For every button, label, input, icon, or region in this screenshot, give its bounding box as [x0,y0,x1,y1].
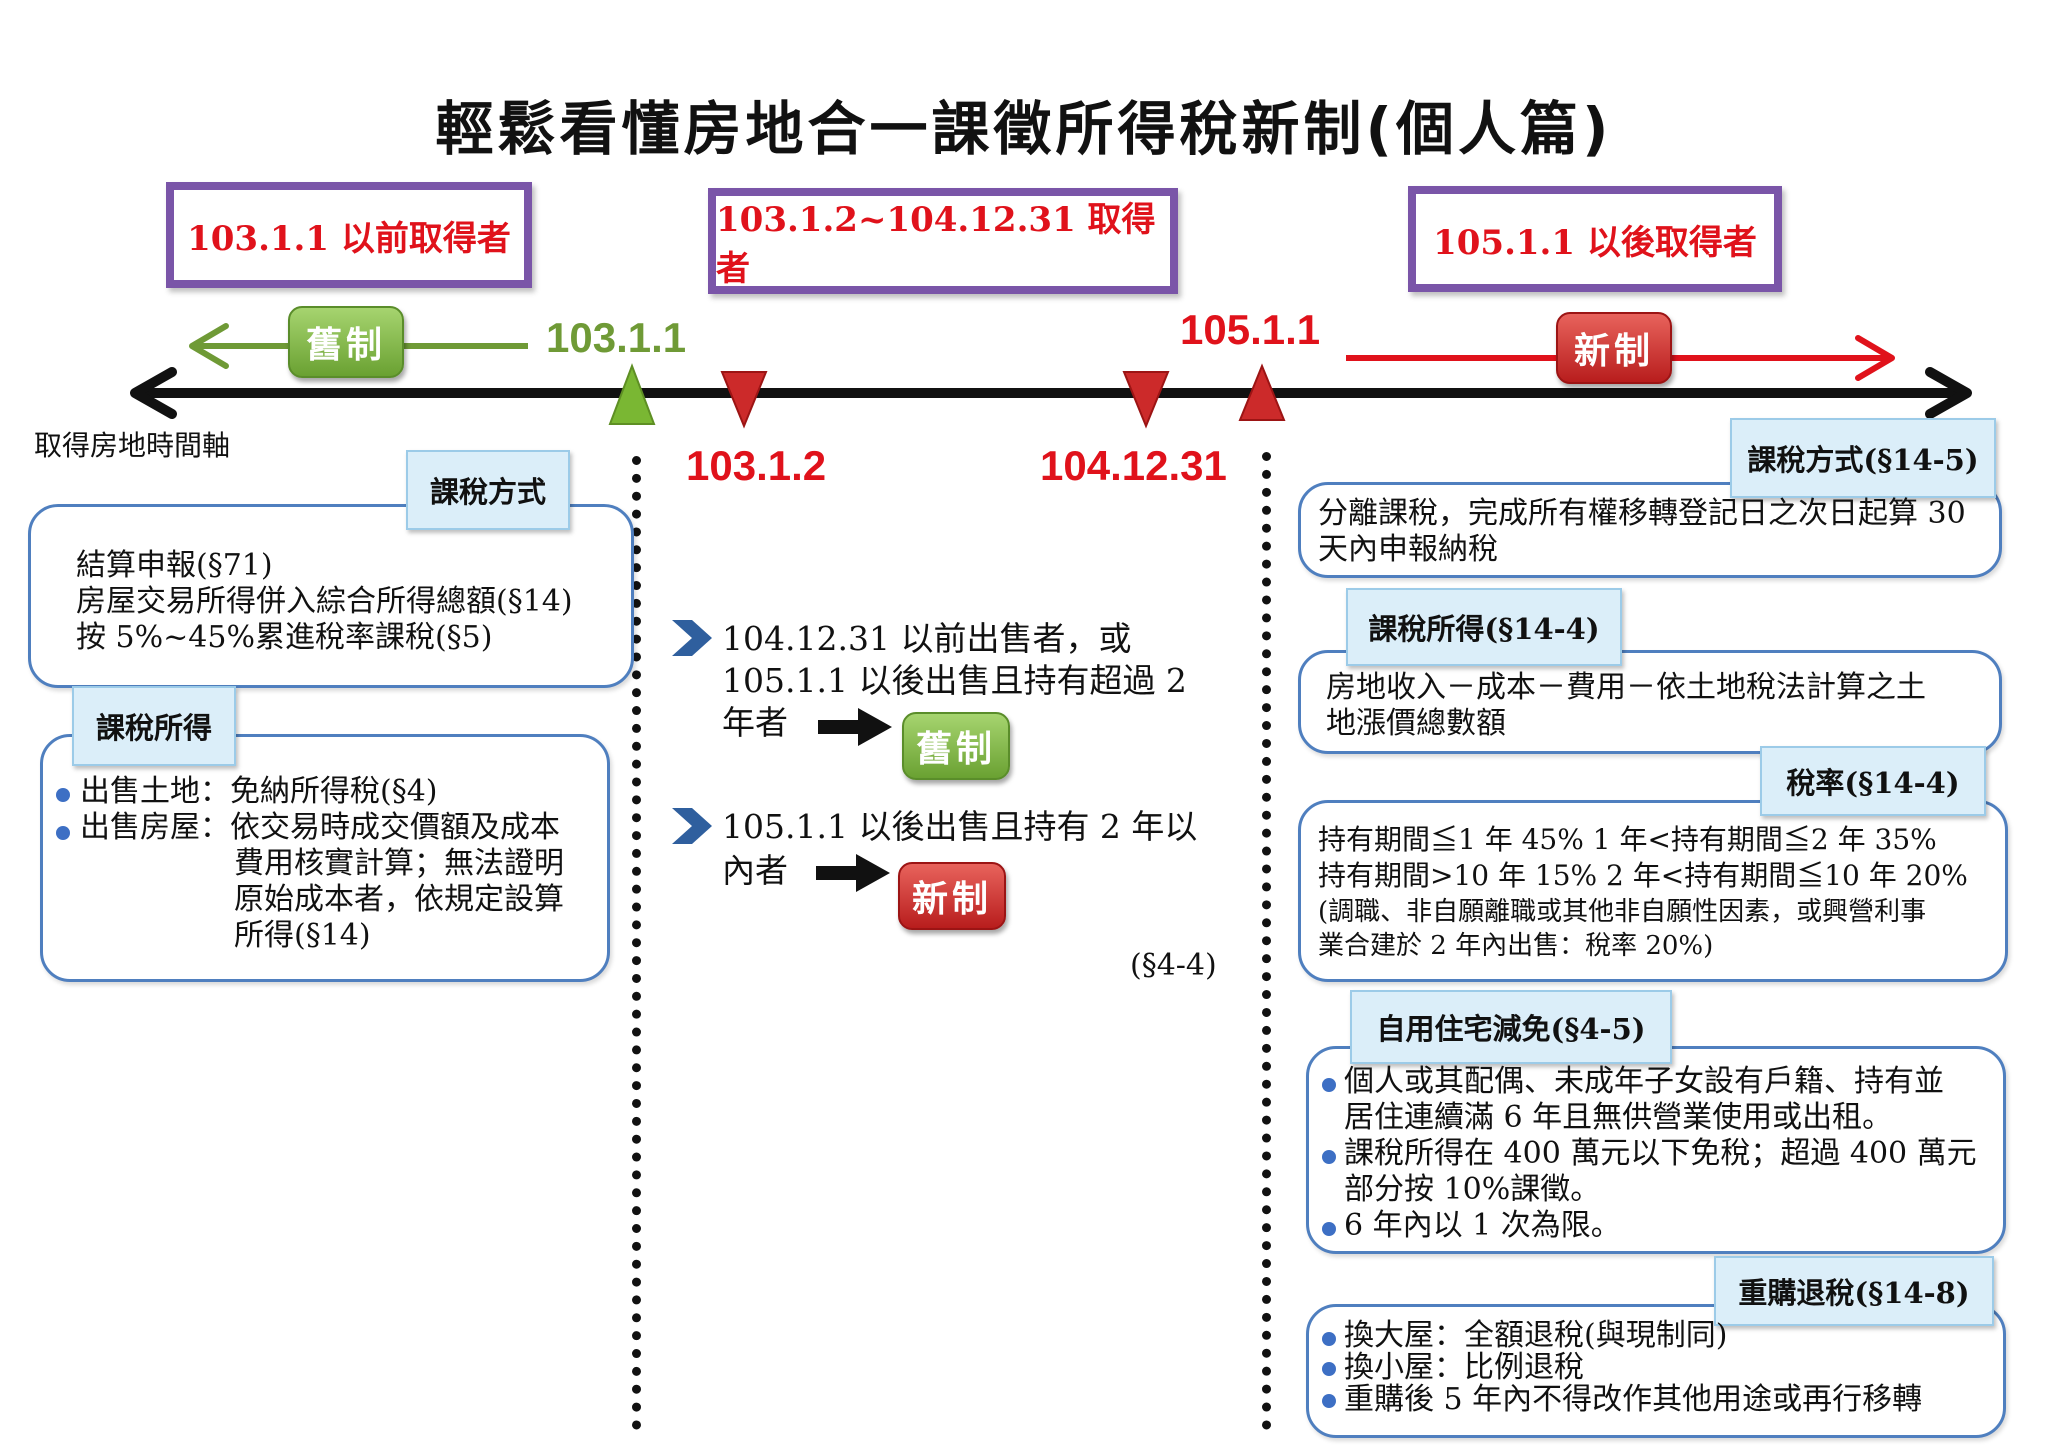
rule2-arrow-icon [816,854,890,892]
separator-right [1262,452,1271,1430]
timeline-axis-label: 取得房地時間軸 [34,429,231,462]
period-label: 103.1.2~104.12.31 取得者 [716,200,1156,289]
rule1-line: 105.1.1 以後出售且持有超過 2 [722,661,1187,700]
right-taxable-income-tag: 課稅所得(§14-4) [1346,588,1622,666]
self-use-item-line: 部分按 10%課徵。 [1344,1172,1601,1207]
bullet-icon [1322,1394,1336,1408]
date-103-1-1: 103.1.1 [546,314,687,361]
bullet-icon [56,788,70,802]
rebuy-item: 重購後 5 年內不得改作其他用途或再行移轉 [1344,1382,1923,1417]
right-taxable-income-line: 地漲價總數額 [1326,706,1506,741]
right-tax-method-line: 天內申報納稅 [1318,532,1498,567]
marker-103-1-2 [720,371,768,429]
right-tax-rate-tag: 稅率(§14-4) [1760,746,1986,816]
old-system-arrowhead [189,323,229,369]
right-self-use-tag: 自用住宅減免(§4-5) [1350,990,1672,1064]
bullet-icon [1322,1222,1336,1236]
period-box-after-105: 105.1.1 以後取得者 [1408,186,1782,292]
date-105-1-1: 105.1.1 [1180,306,1321,353]
left-tax-method-line: 按 5%~45%累進稅率課稅(§5) [76,620,493,655]
right-taxable-income-panel [1298,650,2002,754]
rebuy-item: 換大屋：全額退稅(與現制同) [1344,1318,1728,1353]
rule1-result-pill: 舊制 [902,712,1010,780]
right-tax-method-line: 分離課稅，完成所有權移轉登記日之次日起算 30 [1318,496,1966,531]
rebuy-item: 換小屋：比例退稅 [1344,1350,1584,1385]
land-sale-text: 出售土地：免納所得稅(§4) [80,774,438,809]
tax-rate-line: (調職、非自願離職或其他非自願性因素，或興營利事 [1318,897,1927,927]
period-label: 105.1.1 以後取得者 [1433,222,1757,263]
rule1-arrow-icon [818,708,892,746]
period-box-transition: 103.1.2~104.12.31 取得者 [708,188,1178,294]
new-system-pill: 新制 [1556,312,1672,384]
left-tax-method-panel [28,504,634,688]
bullet-icon [1322,1078,1336,1092]
tax-rate-line: 持有期間≦1 年 45% 1 年<持有期間≦2 年 35% [1318,823,1937,856]
chevron-right-icon [672,620,712,656]
rule2-line: 內者 [722,851,788,890]
old-system-label: 舊制 [305,325,386,366]
tax-rate-line: 業合建於 2 年內出售：稅率 20%) [1318,931,1714,961]
tax-rate-line: 持有期間>10 年 15% 2 年<持有期間≦10 年 20% [1318,859,1968,892]
right-tax-rate-panel [1298,800,2008,982]
axis-right-arrowhead [1925,367,1972,419]
right-rebuy-tag: 重購退稅(§14-8) [1714,1256,1994,1326]
left-tax-method-line: 結算申報(§71) [76,548,273,583]
date-104-12-31: 104.12.31 [1040,442,1227,489]
new-system-label: 新制 [1573,331,1654,372]
bullet-icon [1322,1362,1336,1376]
house-sale-line: 所得(§14) [234,918,371,953]
chevron-right-icon [672,808,712,844]
bullet-icon [1322,1150,1336,1164]
rule2-result-label: 新制 [911,879,992,920]
page-title: 輕鬆看懂房地合一課徵所得稅新制(個人篇) [435,95,1613,163]
left-taxable-income-panel [40,734,610,982]
axis-left-arrowhead [130,367,177,419]
rule1-result-label: 舊制 [915,729,996,770]
marker-104-12-31 [1122,371,1170,429]
left-taxable-income-tag: 課稅所得 [72,686,236,766]
rule2-result-pill: 新制 [898,862,1006,930]
separator-left [632,456,641,1430]
self-use-item-line: 居住連續滿 6 年且無供營業使用或出租。 [1344,1100,1893,1135]
rule2-line: 105.1.1 以後出售且持有 2 年以 [722,807,1198,846]
marker-105-1-1 [1238,363,1286,421]
period-label: 103.1.1 以前取得者 [187,218,511,259]
rule1-line: 年者 [722,703,788,742]
middle-reference: (§4-4) [1130,948,1217,983]
marker-103-1-1 [608,363,656,425]
right-taxable-income-line: 房地收入－成本－費用－依土地稅法計算之土 [1326,670,1926,705]
house-sale-line: 費用核實計算；無法證明 [234,846,564,881]
left-tax-method-tag: 課稅方式 [406,450,570,530]
date-103-1-2: 103.1.2 [686,442,827,489]
bullet-icon [1322,1332,1336,1346]
left-tax-method-line: 房屋交易所得併入綜合所得總額(§14) [76,584,573,619]
old-system-pill: 舊制 [288,306,404,378]
self-use-item-line: 課稅所得在 400 萬元以下免稅；超過 400 萬元 [1344,1136,1977,1171]
new-system-arrowhead [1855,335,1895,381]
self-use-item-line: 6 年內以 1 次為限。 [1344,1208,1621,1243]
house-sale-line: 出售房屋：依交易時成交價額及成本 [80,810,560,845]
self-use-item-line: 個人或其配偶、未成年子女設有戶籍、持有並 [1344,1064,1944,1099]
right-rebuy-panel [1306,1304,2006,1438]
rule1-line: 104.12.31 以前出售者，或 [722,619,1132,658]
bullet-icon [56,826,70,840]
period-box-before-103: 103.1.1 以前取得者 [166,182,532,288]
right-tax-method-panel [1298,482,2002,578]
right-tax-method-tag: 課稅方式(§14-5) [1730,418,1996,498]
house-sale-line: 原始成本者，依規定設算 [234,882,564,917]
